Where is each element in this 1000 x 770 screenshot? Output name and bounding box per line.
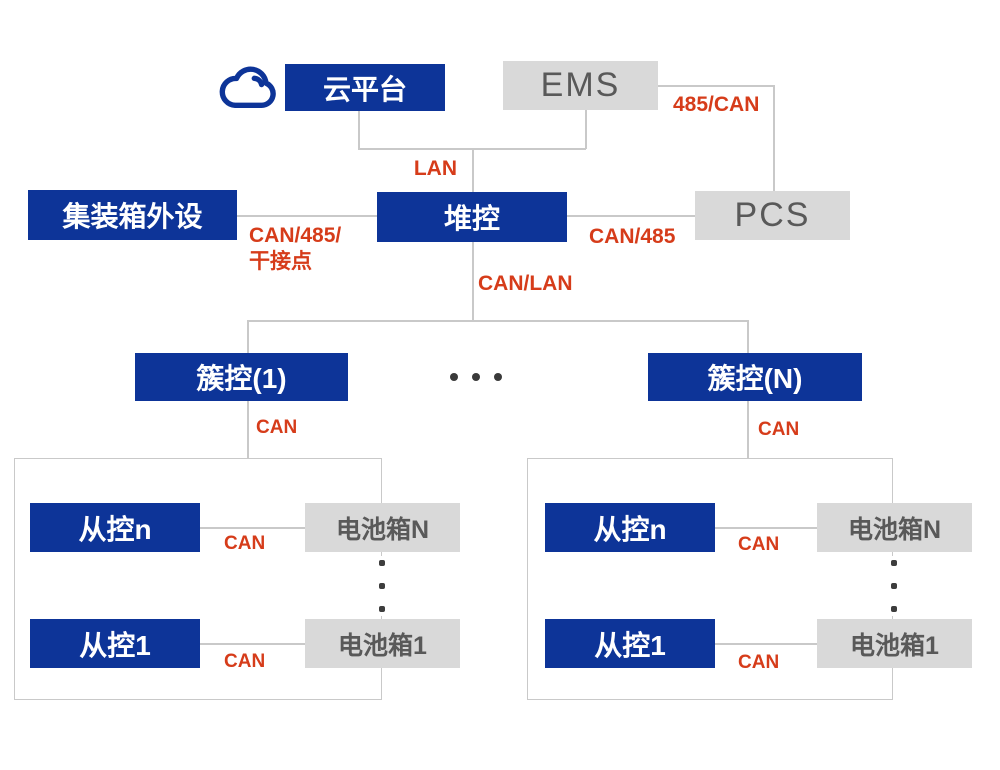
node-stack-controller: 堆控 [377, 192, 567, 242]
right-link-label-can-bottom: CAN [738, 652, 780, 673]
link-label-line1: CAN/485/ [249, 224, 342, 247]
left-node-slave-1: 从控1 [30, 619, 200, 668]
line-cluster1-down [247, 401, 249, 458]
right-node-slave-1: 从控1 [545, 619, 715, 668]
line-to-pcs-top [773, 85, 775, 191]
left-node-battery-1: 电池箱1 [305, 619, 460, 668]
right-ellipsis-batteries-icon [884, 556, 904, 616]
line-clustern-down [747, 401, 749, 458]
link-label-485-can: 485/CAN [673, 93, 760, 116]
right-node-slave-n: 从控n [545, 503, 715, 552]
line-ems-right [658, 85, 774, 87]
right-node-battery-n: 电池箱N [817, 503, 972, 552]
left-link-label-can-top: CAN [224, 533, 266, 554]
link-label-lan: LAN [413, 157, 457, 180]
left-node-battery-n: 电池箱N [305, 503, 460, 552]
link-label-cluster1-can: CAN [256, 417, 298, 438]
line-ems-down [585, 110, 587, 149]
line-left-slave-n-battery [200, 527, 305, 529]
line-right-slave-n-battery [715, 527, 817, 529]
link-label-line2: 干接点 [249, 250, 312, 273]
node-container-peripherals: 集装箱外设 [28, 190, 237, 240]
line-right-slave-1-battery [715, 643, 817, 645]
node-cloud-platform: 云平台 [285, 64, 445, 111]
right-node-battery-1: 电池箱1 [817, 619, 972, 668]
node-ems: EMS [503, 61, 658, 110]
node-cluster-n: 簇控(N) [648, 353, 862, 401]
line-stack-down [472, 242, 474, 320]
line-cluster-bus [247, 320, 748, 322]
left-node-slave-n: 从控n [30, 503, 200, 552]
line-bus-to-stack [472, 148, 474, 192]
line-stack-pcs [567, 215, 695, 217]
line-bus-to-cluster1 [247, 320, 249, 353]
left-ellipsis-batteries-icon [372, 556, 392, 616]
line-peripherals-stack [237, 215, 377, 217]
link-label-clustern-can: CAN [758, 419, 800, 440]
cloud-icon [219, 66, 276, 109]
link-label-can-lan: CAN/LAN [478, 272, 573, 295]
ellipsis-clusters-icon [450, 373, 502, 381]
node-pcs: PCS [695, 191, 850, 240]
right-link-label-can-top: CAN [738, 534, 780, 555]
line-bus-to-clustern [747, 320, 749, 353]
left-link-label-can-bottom: CAN [224, 651, 266, 672]
link-label-can-485-dry-contact: CAN/485/ 干接点 [249, 223, 341, 275]
link-label-can-485: CAN/485 [589, 225, 676, 248]
line-cloudplatform-down [358, 111, 360, 149]
line-left-slave-1-battery [200, 643, 305, 645]
node-cluster-1: 簇控(1) [135, 353, 348, 401]
